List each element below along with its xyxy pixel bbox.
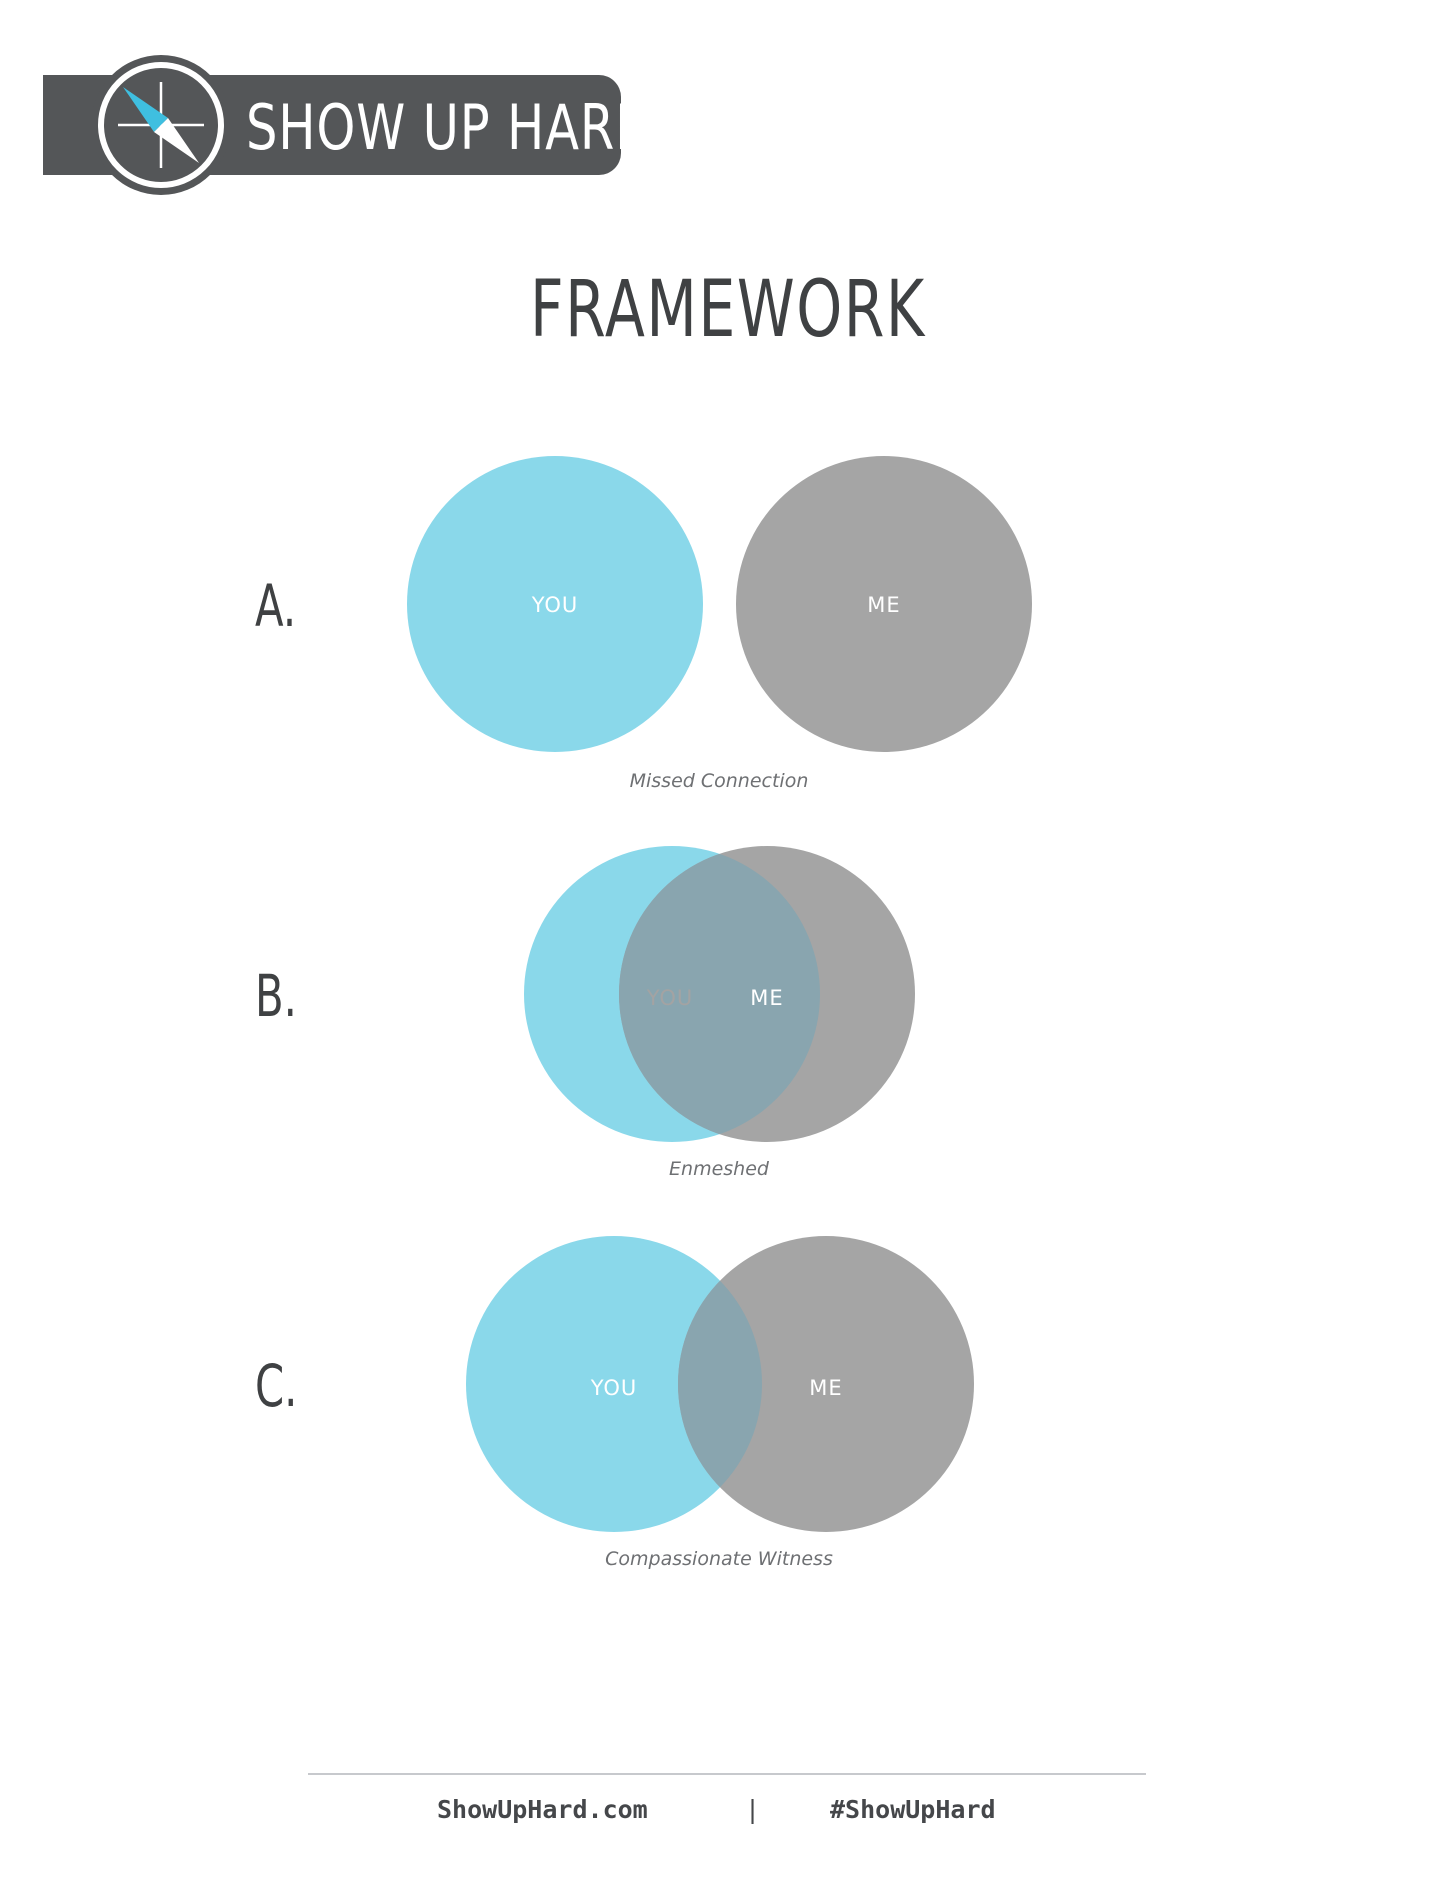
page-title: FRAMEWORK — [0, 262, 1456, 358]
diagram-c-me-circle — [678, 1236, 974, 1532]
diagram-c-letter: C. — [255, 1352, 298, 1420]
diagram-b-overlap — [619, 846, 820, 1142]
diagram-a-you-circle — [407, 456, 703, 752]
diagram-b-letter: B. — [255, 962, 297, 1030]
footer-hashtag: #ShowUpHard — [830, 1795, 996, 1824]
diagram-c-caption: Compassionate Witness — [605, 1548, 833, 1570]
diagram-c-you-label: YOU — [590, 1376, 638, 1400]
diagram-a: YOU ME Missed Connection — [407, 456, 1032, 792]
diagram-c-me-label: ME — [809, 1376, 842, 1400]
diagram-b: YOU ME Enmeshed — [524, 846, 915, 1180]
footer-divider — [308, 1773, 1146, 1775]
diagram-b-you-label: YOU — [646, 986, 694, 1010]
diagram-c: YOU ME Compassionate Witness — [466, 1236, 974, 1570]
diagram-b-caption: Enmeshed — [669, 1158, 770, 1180]
page-title-text: FRAMEWORK — [530, 265, 926, 355]
diagram-a-letter: A. — [255, 572, 297, 640]
diagram-a-me-circle — [736, 456, 1032, 752]
brand-name: SHOW UP HARD — [246, 91, 655, 164]
footer-website: ShowUpHard.com — [437, 1795, 648, 1824]
footer-separator: | — [745, 1795, 761, 1824]
compass-icon — [91, 55, 231, 195]
diagram-a-me-label: ME — [867, 593, 900, 617]
diagram-a-caption: Missed Connection — [630, 770, 809, 792]
diagram-b-me-label: ME — [750, 986, 783, 1010]
diagram-a-you-label: YOU — [531, 593, 579, 617]
diagram-c-you-circle — [466, 1236, 762, 1532]
